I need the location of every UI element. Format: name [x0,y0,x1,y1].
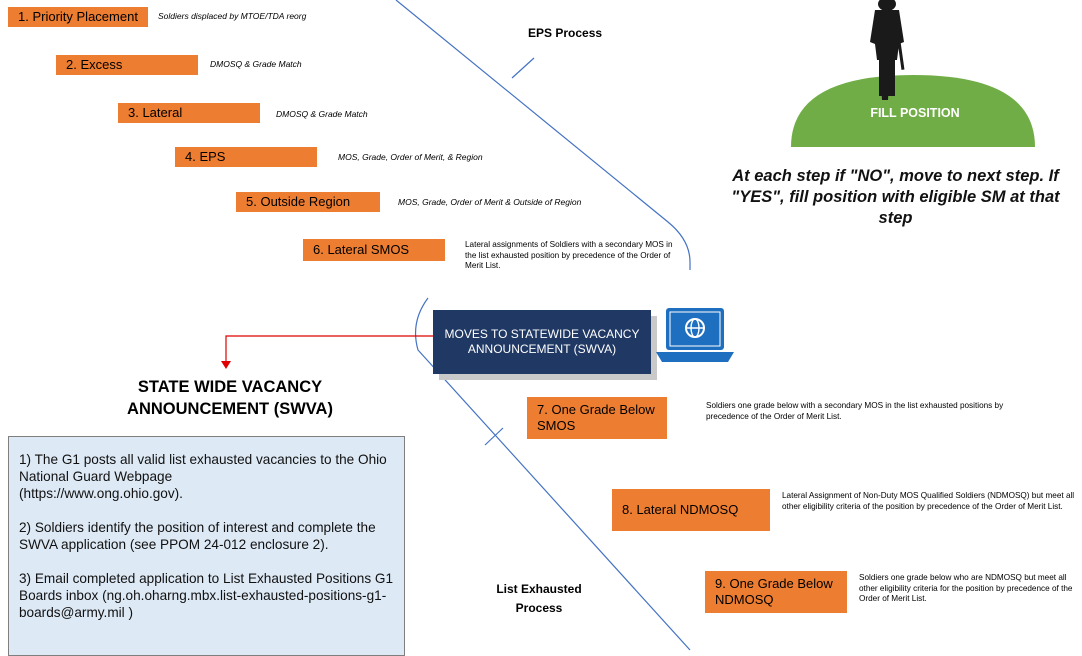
step-1-label: 1. Priority Placement [18,9,138,24]
step-8-desc: Lateral Assignment of Non-Duty MOS Quali… [782,491,1075,511]
step-4-eps: 4. EPS [175,147,317,167]
step-3-lateral: 3. Lateral [118,103,260,123]
step-4-label: 4. EPS [185,149,226,164]
step-6-lateral-smos: 6. Lateral SMOS [303,239,445,261]
step-8-lateral-ndmosq: 8. Lateral NDMOSQ [612,489,770,531]
swva-title: STATE WIDE VACANCY ANNOUNCEMENT (SWVA) [127,378,333,418]
step-6-desc: Lateral assignments of Soldiers with a s… [465,240,673,270]
swva-move-box: MOVES TO STATEWIDE VACANCY ANNOUNCEMENT … [433,310,651,374]
step-7-one-grade-below-smos: 7. One Grade Below SMOS [527,397,667,439]
fill-instruction-text: At each step if "NO", move to next step.… [731,167,1060,227]
step-8-label: 8. Lateral NDMOSQ [622,502,739,517]
step-3-label: 3. Lateral [128,105,183,120]
step-5-label: 5. Outside Region [246,194,351,209]
step-3-desc: DMOSQ & Grade Match [276,109,368,119]
step-1-desc: Soldiers displaced by MTOE/TDA reorg [158,11,307,21]
instruction-item-2: 2) Soldiers identify the position of int… [19,520,376,552]
hill-shape [791,75,1035,147]
instruction-item-3: 3) Email completed application to List E… [19,571,394,620]
step-9-desc: Soldiers one grade below who are NDMOSQ … [859,573,1073,603]
eps-process-label: EPS Process [528,26,603,40]
step-2-excess: 2. Excess [56,55,198,75]
step-5-desc: MOS, Grade, Order of Merit & Outside of … [398,197,582,207]
step-5-outside-region: 5. Outside Region [236,192,380,212]
instruction-item-1: 1) The G1 posts all valid list exhausted… [19,452,387,501]
step-9-label: 9. One Grade Below NDMOSQ [715,576,833,607]
step-4-desc: MOS, Grade, Order of Merit, & Region [338,152,483,162]
step-1-priority-placement: 1. Priority Placement [8,7,148,27]
step-7-desc: Soldiers one grade below with a secondar… [706,401,1004,421]
step-9-one-grade-below-ndmosq: 9. One Grade Below NDMOSQ [705,571,847,613]
swva-instructions-box: 1) The G1 posts all valid list exhausted… [8,436,405,656]
step-2-desc: DMOSQ & Grade Match [210,59,302,69]
step-2-label: 2. Excess [66,57,123,72]
swva-move-text: MOVES TO STATEWIDE VACANCY ANNOUNCEMENT … [444,327,640,356]
fill-position-graphic [791,0,1035,147]
soldier-silhouette-icon [870,0,905,100]
list-exhausted-process-label: List Exhausted Process [496,582,582,615]
step-6-label: 6. Lateral SMOS [313,242,410,257]
fill-position-label: FILL POSITION [870,106,960,120]
step-7-label: 7. One Grade Below SMOS [537,402,655,433]
laptop-globe-icon [656,308,734,362]
